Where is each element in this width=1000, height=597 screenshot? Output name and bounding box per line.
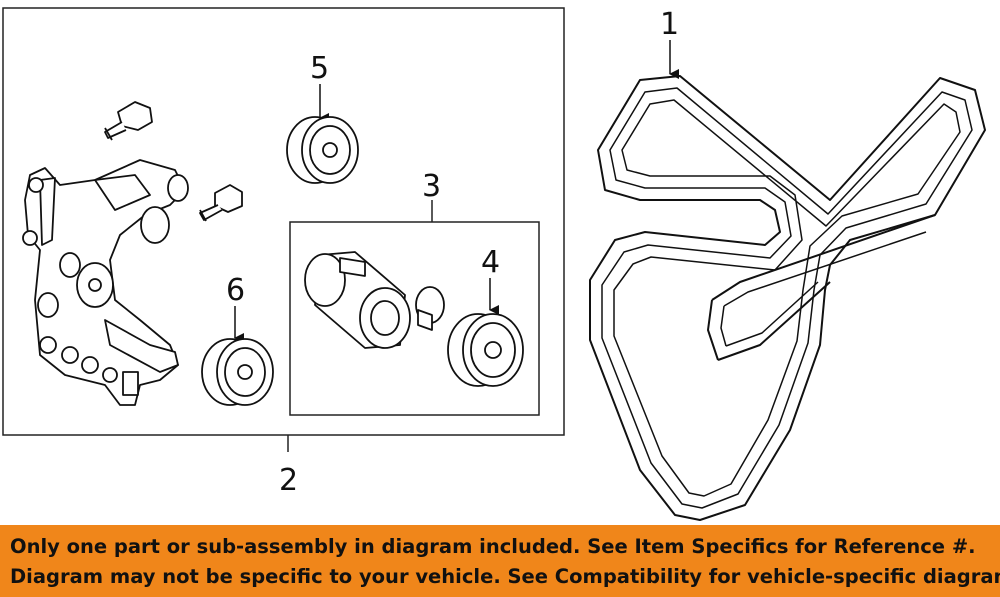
tensioner-bracket (22, 159, 189, 406)
bolt-middle (199, 184, 243, 222)
callout-2: 2 (279, 463, 298, 498)
callout-6: 6 (226, 273, 245, 308)
tensioner-pulley (447, 313, 524, 387)
parts-diagram: 1 2 3 4 5 6 (2, 7, 986, 521)
callout-1: 1 (660, 7, 679, 42)
tensioner-body (304, 251, 445, 349)
idler-pulley-upper (286, 116, 359, 184)
bolt-upper (104, 101, 153, 141)
callout-5: 5 (310, 51, 329, 86)
idler-pulley-lower (201, 338, 274, 406)
serpentine-belt (589, 75, 986, 521)
disclaimer-line-1: Only one part or sub-assembly in diagram… (10, 535, 976, 558)
disclaimer-line-2: Diagram may not be specific to your vehi… (10, 565, 1000, 588)
callout-3: 3 (422, 169, 441, 204)
bracket-assembly-box (2, 7, 565, 436)
callout-4: 4 (481, 245, 500, 280)
tensioner-box (289, 221, 540, 416)
disclaimer-banner: Only one part or sub-assembly in diagram… (0, 525, 1000, 597)
